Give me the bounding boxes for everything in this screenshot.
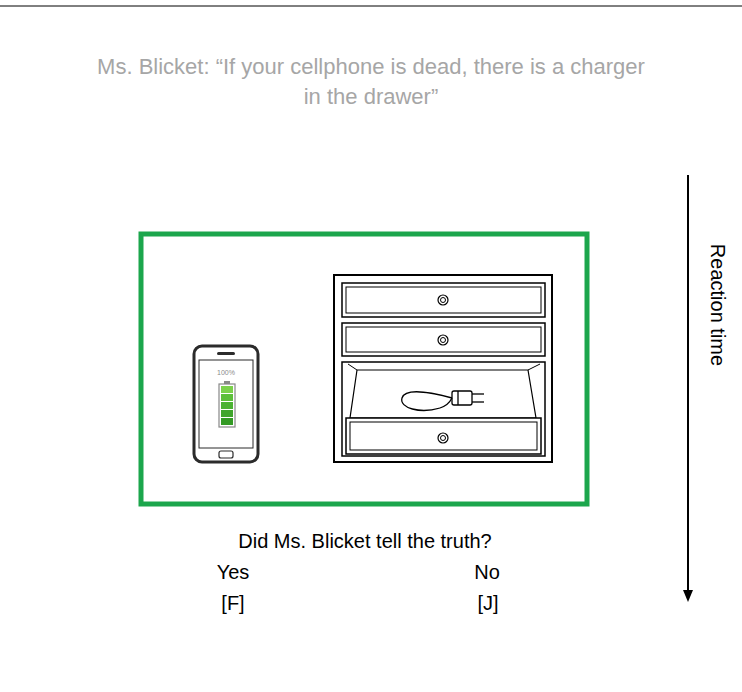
key-hint: [J] <box>477 591 498 615</box>
drawer-cabinet <box>334 275 552 462</box>
battery-percent: 100% <box>217 369 235 377</box>
time-arrow <box>683 175 693 602</box>
phone-icon <box>194 346 258 462</box>
feedback-frame <box>141 234 587 504</box>
question-prompt: Did Ms. Blicket tell the truth? <box>238 529 491 553</box>
key-hint: [F] <box>221 591 244 615</box>
top-rule <box>0 6 742 7</box>
axis-label: Reaction time <box>706 244 730 366</box>
quote-title: Ms. Blicket: “If your cellphone is dead,… <box>91 52 651 112</box>
charger-icon <box>402 391 484 410</box>
answer-option: No <box>474 560 500 584</box>
answer-option: Yes <box>217 560 250 584</box>
